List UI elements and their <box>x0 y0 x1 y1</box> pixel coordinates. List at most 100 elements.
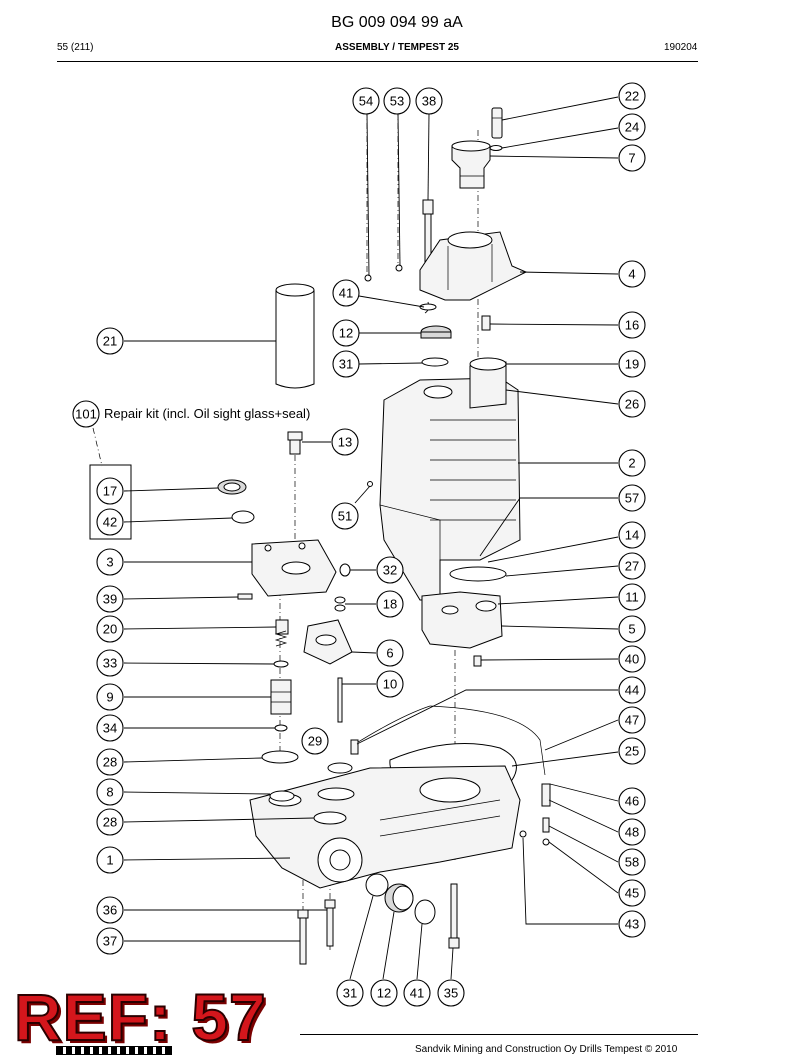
svg-text:28: 28 <box>103 755 117 770</box>
svg-text:27: 27 <box>625 559 639 574</box>
svg-text:14: 14 <box>625 528 639 543</box>
part-43-plug <box>519 830 527 838</box>
balloon-9[interactable]: 9 <box>96 683 124 711</box>
svg-text:19: 19 <box>625 357 639 372</box>
balloon-36[interactable]: 36 <box>96 896 124 924</box>
svg-text:20: 20 <box>103 622 117 637</box>
part-6-valve-cover <box>303 619 353 665</box>
balloon-19[interactable]: 19 <box>618 350 646 378</box>
balloon-58[interactable]: 58 <box>618 848 646 876</box>
balloon-32[interactable]: 32 <box>376 556 404 584</box>
svg-text:101: 101 <box>75 407 97 422</box>
balloon-48[interactable]: 48 <box>618 818 646 846</box>
balloon-101[interactable]: 101 <box>72 400 100 428</box>
balloon-27[interactable]: 27 <box>618 552 646 580</box>
part-42-ring <box>231 510 255 524</box>
svg-text:28: 28 <box>103 815 117 830</box>
balloon-4[interactable]: 4 <box>618 260 646 288</box>
balloon-38[interactable]: 38 <box>415 87 443 115</box>
part-24-oring <box>489 145 503 151</box>
part-5-lower-flange <box>421 591 503 649</box>
balloon-20[interactable]: 20 <box>96 615 124 643</box>
balloon-8[interactable]: 8 <box>96 778 124 806</box>
svg-text:26: 26 <box>625 397 639 412</box>
balloon-45[interactable]: 45 <box>618 879 646 907</box>
balloon-39[interactable]: 39 <box>96 585 124 613</box>
balloon-46[interactable]: 46 <box>618 787 646 815</box>
part-12-cap-top <box>420 325 452 339</box>
svg-text:2: 2 <box>628 456 635 471</box>
balloon-12-top[interactable]: 12 <box>332 319 360 347</box>
balloon-26[interactable]: 26 <box>618 390 646 418</box>
balloon-5[interactable]: 5 <box>618 615 646 643</box>
balloon-16[interactable]: 16 <box>618 311 646 339</box>
footer-rule <box>300 1034 698 1035</box>
part-28-oring-a <box>261 750 299 764</box>
balloon-34[interactable]: 34 <box>96 714 124 742</box>
balloon-31-bottom[interactable]: 31 <box>336 979 364 1007</box>
balloon-41-bottom[interactable]: 41 <box>403 979 431 1007</box>
part-27-gasket <box>449 566 507 582</box>
part-40-screw <box>473 655 482 667</box>
part-39-bolt <box>237 593 253 600</box>
part-2-cylinder-housing <box>379 377 521 601</box>
svg-text:21: 21 <box>103 334 117 349</box>
svg-text:48: 48 <box>625 825 639 840</box>
part-16-bolt <box>481 315 491 331</box>
balloon-17[interactable]: 17 <box>96 477 124 505</box>
part-31-oring-top <box>421 357 449 367</box>
balloon-51[interactable]: 51 <box>331 502 359 530</box>
balloon-53[interactable]: 53 <box>383 87 411 115</box>
balloon-44[interactable]: 44 <box>618 676 646 704</box>
balloon-37[interactable]: 37 <box>96 927 124 955</box>
balloon-57[interactable]: 57 <box>618 484 646 512</box>
balloon-47[interactable]: 47 <box>618 706 646 734</box>
balloon-28-b[interactable]: 28 <box>96 808 124 836</box>
balloon-24[interactable]: 24 <box>618 113 646 141</box>
balloon-13[interactable]: 13 <box>331 428 359 456</box>
part-44-hose <box>350 705 431 755</box>
svg-text:11: 11 <box>625 590 639 605</box>
balloon-33[interactable]: 33 <box>96 649 124 677</box>
balloon-40[interactable]: 40 <box>618 645 646 673</box>
svg-text:38: 38 <box>422 94 436 109</box>
balloon-31-top[interactable]: 31 <box>332 350 360 378</box>
balloon-43[interactable]: 43 <box>618 910 646 938</box>
balloon-1[interactable]: 1 <box>96 846 124 874</box>
footer-copyright: Sandvik Mining and Construction Oy Drill… <box>415 1044 678 1055</box>
part-21-cylinder <box>275 283 315 389</box>
balloon-10[interactable]: 10 <box>376 670 404 698</box>
balloon-14[interactable]: 14 <box>618 521 646 549</box>
balloon-21[interactable]: 21 <box>96 327 124 355</box>
part-45-washer <box>542 838 550 846</box>
svg-text:39: 39 <box>103 592 117 607</box>
svg-text:13: 13 <box>338 435 352 450</box>
balloon-35[interactable]: 35 <box>437 979 465 1007</box>
balloon-3[interactable]: 3 <box>96 548 124 576</box>
kit-leader <box>92 427 103 467</box>
balloon-7[interactable]: 7 <box>618 144 646 172</box>
svg-text:22: 22 <box>625 89 639 104</box>
svg-text:31: 31 <box>339 357 353 372</box>
balloon-18[interactable]: 18 <box>376 590 404 618</box>
balloon-6[interactable]: 6 <box>376 639 404 667</box>
svg-text:44: 44 <box>625 683 639 698</box>
balloon-41-top[interactable]: 41 <box>332 279 360 307</box>
balloon-11[interactable]: 11 <box>618 583 646 611</box>
part-17-seal <box>217 479 247 495</box>
part-9-valve-piston <box>270 679 292 715</box>
svg-text:32: 32 <box>383 563 397 578</box>
svg-text:4: 4 <box>628 267 635 282</box>
part-13-oil-sight-glass <box>287 431 303 455</box>
balloon-54[interactable]: 54 <box>352 87 380 115</box>
balloon-42[interactable]: 42 <box>96 508 124 536</box>
svg-text:29: 29 <box>308 734 322 749</box>
section-title: ASSEMBLY / TEMPEST 25 <box>335 42 459 53</box>
balloon-25[interactable]: 25 <box>618 737 646 765</box>
balloon-22[interactable]: 22 <box>618 82 646 110</box>
balloon-12-bottom[interactable]: 12 <box>370 979 398 1007</box>
balloon-28-a[interactable]: 28 <box>96 748 124 776</box>
balloon-2[interactable]: 2 <box>618 449 646 477</box>
balloon-29[interactable]: 29 <box>301 727 329 755</box>
